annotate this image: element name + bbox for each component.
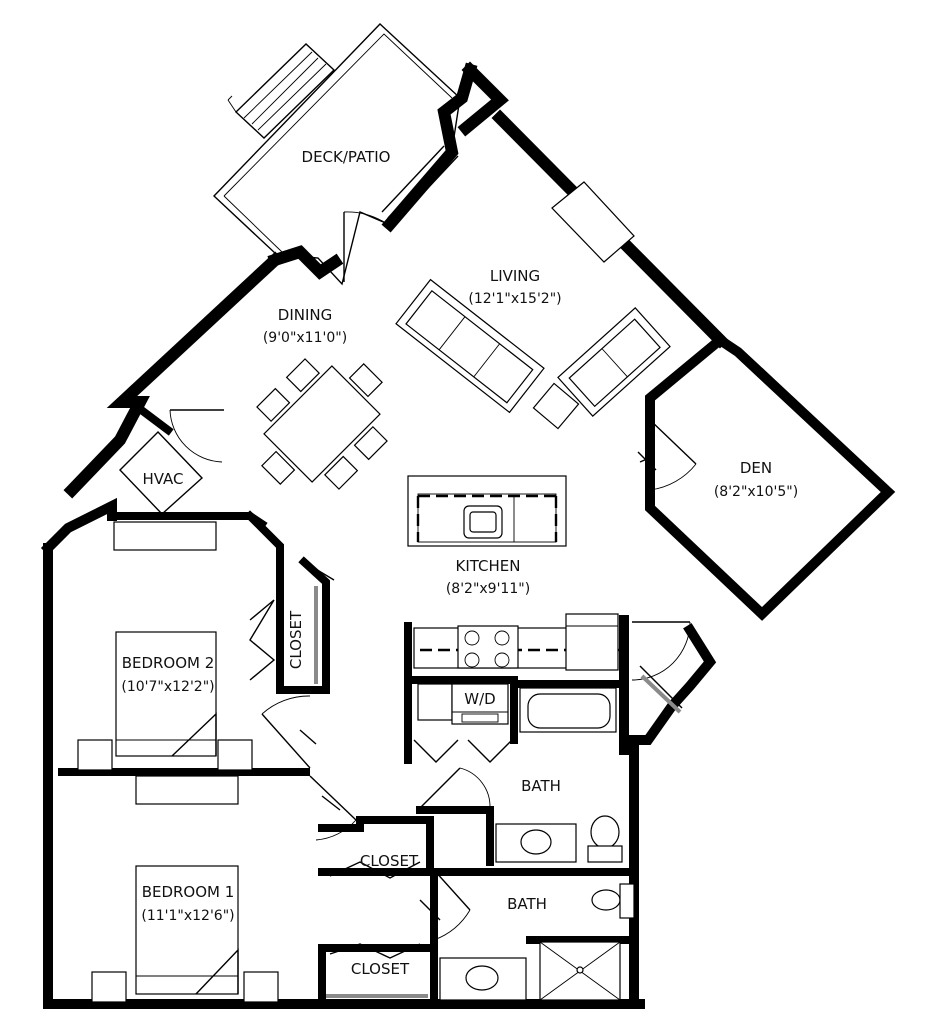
closet-b1-lower-label: CLOSET bbox=[351, 960, 410, 978]
bedroom1-label: BEDROOM 1 bbox=[142, 883, 235, 901]
living-furniture bbox=[395, 181, 671, 430]
kitchen-label: KITCHEN bbox=[456, 557, 521, 575]
bath2-label: BATH bbox=[507, 895, 547, 913]
den-label: DEN bbox=[740, 459, 772, 477]
exterior-walls bbox=[40, 61, 896, 1009]
dining-size: (9'0"x11'0") bbox=[263, 330, 347, 346]
entry-door bbox=[631, 621, 691, 714]
bedroom2-furniture bbox=[58, 510, 335, 776]
kitchen-size: (8'2"x9'11") bbox=[446, 581, 530, 597]
hvac-label: HVAC bbox=[142, 470, 183, 488]
living-size: (12'1"x15'2") bbox=[468, 291, 561, 307]
bath1-label: BATH bbox=[521, 777, 561, 795]
closet-b2-label: CLOSET bbox=[287, 610, 305, 669]
deck-label: DECK/PATIO bbox=[302, 148, 391, 166]
room-labels: DECK/PATIO LIVING (12'1"x15'2") DINING (… bbox=[121, 148, 798, 978]
dining-table bbox=[256, 358, 388, 490]
living-label: LIVING bbox=[490, 267, 540, 285]
closet-b1-upper-label: CLOSET bbox=[360, 852, 419, 870]
kitchen-island bbox=[407, 475, 567, 547]
bath2-fixtures bbox=[430, 868, 638, 1008]
den-size: (8'2"x10'5") bbox=[714, 484, 798, 500]
bedroom2-label: BEDROOM 2 bbox=[122, 654, 215, 672]
bedroom2-size: (10'7"x12'2") bbox=[121, 679, 214, 695]
bath1-fixtures bbox=[416, 680, 624, 866]
bedroom1-furniture bbox=[91, 775, 441, 1008]
dining-label: DINING bbox=[278, 306, 332, 324]
den-door bbox=[637, 419, 697, 491]
deck-patio bbox=[213, 23, 461, 286]
wd-label: W/D bbox=[464, 690, 495, 708]
bedroom1-size: (11'1"x12'6") bbox=[141, 908, 234, 924]
